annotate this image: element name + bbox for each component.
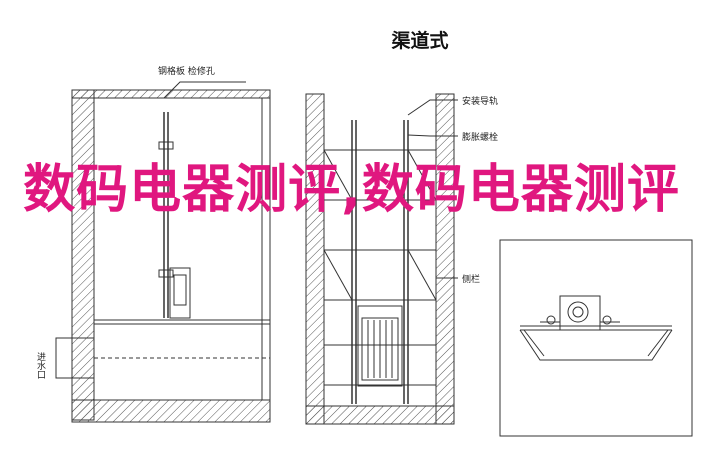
- label-side-rail: 侧栏: [462, 273, 480, 285]
- label-expansion-bolt: 膨胀螺栓: [462, 131, 498, 143]
- middle-view: [305, 93, 458, 425]
- label-mounting-rail: 安装导轨: [462, 95, 498, 107]
- middle-right-wall: [435, 93, 455, 425]
- right-view: [499, 239, 693, 437]
- watermark-overlay: 数码电器测评,数码电器测评: [23, 160, 680, 220]
- left-view: [55, 81, 271, 423]
- left-wall: [71, 89, 95, 421]
- label-inlet: 进水口: [35, 352, 46, 379]
- middle-bottom-slab: [305, 405, 455, 425]
- middle-left-wall: [305, 93, 325, 425]
- screen-unit: [357, 305, 403, 387]
- motor-housing: [559, 295, 601, 331]
- right-frame: [499, 239, 693, 437]
- left-bottom-slab: [71, 399, 271, 423]
- label-steel-plate: 钢格板 检修孔: [158, 65, 215, 77]
- diagram-title: 渠道式: [391, 29, 448, 52]
